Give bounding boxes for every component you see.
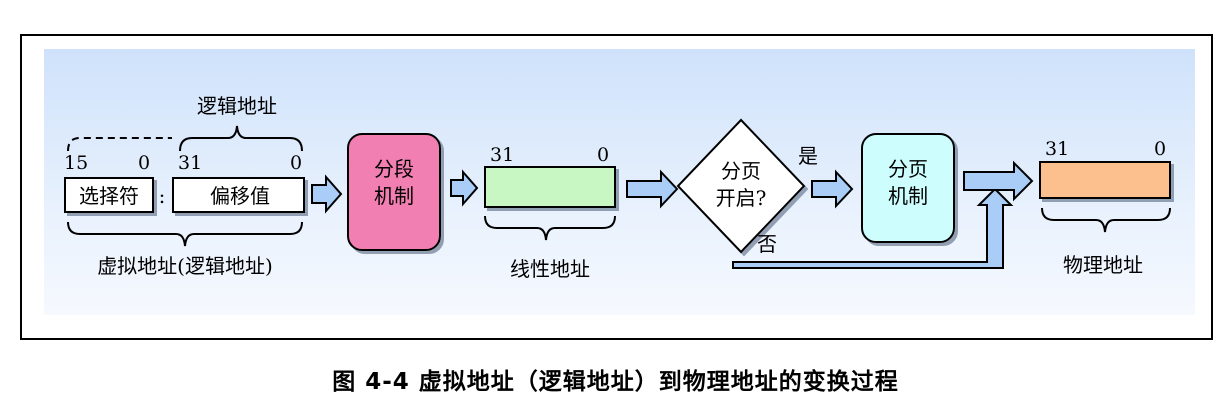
physical-address-brace [1041, 207, 1171, 233]
virtual-address-label: 虚拟地址(逻辑地址) [97, 254, 273, 278]
selector-bit-high: 15 [64, 152, 88, 174]
segmentation-box [347, 133, 441, 251]
bypass-arrow [732, 187, 1014, 269]
paging-label-line2: 机制 [888, 184, 928, 208]
offset-bit-high: 31 [178, 152, 202, 174]
paging-decision-line1: 分页 [721, 159, 761, 183]
physical-bit-low: 0 [1154, 138, 1166, 160]
offset-bit-low: 0 [290, 152, 302, 174]
segmentation-label-line1: 分段 [374, 157, 414, 181]
selector-box [64, 177, 154, 213]
paging-label-line1: 分页 [888, 157, 928, 181]
physical-address-box [1039, 161, 1171, 199]
linear-address-label: 线性地址 [510, 257, 590, 281]
linear-address-brace [484, 215, 616, 241]
colon-separator: : [159, 184, 166, 208]
offset-label: 偏移值 [210, 184, 270, 208]
offset-box [172, 177, 305, 213]
no-label: 否 [757, 232, 777, 256]
paging-box [861, 133, 955, 243]
linear-address-box [484, 166, 616, 208]
arrow-to-paging [811, 169, 854, 209]
figure-caption: 图 4-4 虚拟地址（逻辑地址）到物理地址的变换过程 [332, 369, 899, 395]
logical-address-brace [67, 125, 303, 152]
paging-decision-line2: 开启? [716, 186, 767, 210]
arrow-to-segmentation [311, 174, 343, 214]
arrow-to-physical [963, 160, 1034, 202]
linear-bit-high: 31 [490, 144, 514, 166]
physical-address-label: 物理地址 [1063, 253, 1143, 277]
arrow-to-linear [450, 169, 479, 207]
logical-address-label: 逻辑地址 [197, 94, 277, 118]
physical-bit-high: 31 [1045, 138, 1069, 160]
segmentation-label-line2: 机制 [374, 184, 414, 208]
arrow-to-paging-decision [626, 169, 679, 209]
yes-label: 是 [798, 144, 818, 168]
selector-label: 选择符 [79, 184, 139, 208]
linear-bit-low: 0 [597, 144, 609, 166]
selector-bit-low: 0 [138, 152, 150, 174]
virtual-address-brace [67, 221, 303, 247]
paging-enabled-decision [676, 118, 806, 254]
